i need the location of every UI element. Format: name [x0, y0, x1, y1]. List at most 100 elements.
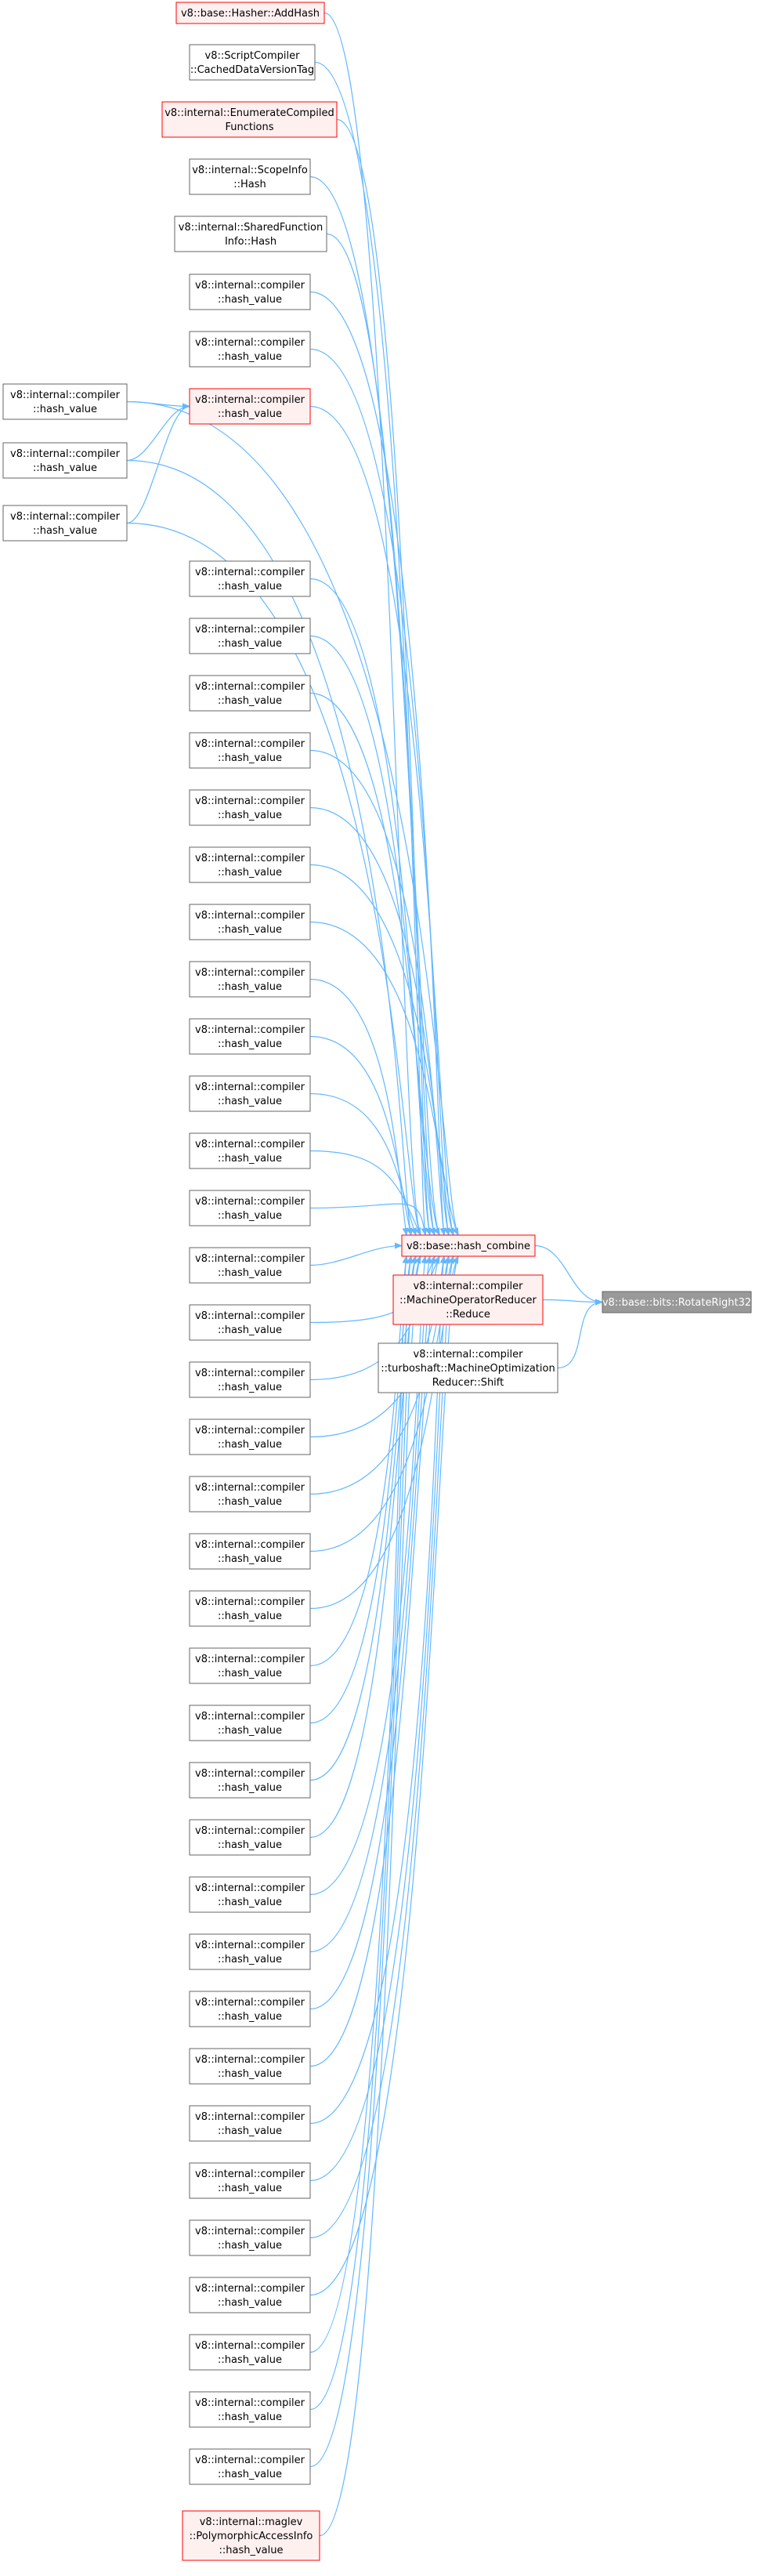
node-label: v8::internal::compiler	[195, 967, 305, 979]
node-label: ::hash_value	[218, 2183, 282, 2194]
node-label: ::hash_value	[218, 1668, 282, 1679]
node-label: ::hash_value	[218, 752, 282, 764]
node-cached-tag[interactable]: v8::ScriptCompiler::CachedDataVersionTag	[189, 44, 316, 81]
node-hv27[interactable]: v8::internal::compiler::hash_value	[189, 1933, 311, 1970]
node-label: v8::internal::compiler	[195, 2455, 305, 2466]
node-label: ::hash_value	[218, 1496, 282, 1508]
node-label: v8::internal::compiler	[195, 624, 305, 636]
node-label: ::hash_value	[218, 1782, 282, 1794]
node-label: ::hash_value	[218, 1096, 282, 1107]
node-hvl1[interactable]: v8::internal::compiler::hash_value	[2, 383, 128, 420]
node-hv9[interactable]: v8::internal::compiler::hash_value	[189, 904, 311, 940]
node-hv3[interactable]: v8::internal::compiler::hash_value	[189, 560, 311, 597]
node-mor-shift[interactable]: v8::internal::compiler::turboshaft::Mach…	[378, 1342, 558, 1393]
node-hv12[interactable]: v8::internal::compiler::hash_value	[189, 1075, 311, 1112]
node-label: v8::internal::compiler	[195, 2283, 305, 2295]
node-box	[189, 846, 311, 883]
node-label: ::MachineOperatorReducer	[399, 1295, 537, 1306]
node-scopeinfo[interactable]: v8::internal::ScopeInfo::Hash	[189, 158, 311, 195]
node-label: v8::internal::compiler	[195, 1654, 305, 1665]
node-hv-mid[interactable]: v8::internal::compiler::hash_value	[189, 388, 311, 425]
node-hv16[interactable]: v8::internal::compiler::hash_value	[189, 1304, 311, 1341]
edge-hv11-to-hash_combine	[309, 1035, 413, 1236]
node-root[interactable]: v8::base::bits::RotateRight32	[602, 1291, 752, 1313]
node-hv23[interactable]: v8::internal::compiler::hash_value	[189, 1705, 311, 1741]
node-hv21[interactable]: v8::internal::compiler::hash_value	[189, 1590, 311, 1627]
node-hv31[interactable]: v8::internal::compiler::hash_value	[189, 2162, 311, 2199]
node-label: ::hash_value	[218, 1267, 282, 1279]
node-label: v8::internal::ScopeInfo	[192, 165, 308, 176]
node-maglev[interactable]: v8::internal::maglev::PolymorphicAccessI…	[182, 2510, 320, 2561]
node-hv32[interactable]: v8::internal::compiler::hash_value	[189, 2219, 311, 2256]
edge-hv_mid-to-hash_combine	[309, 405, 454, 1236]
node-box	[189, 1933, 311, 1970]
node-box	[189, 1533, 311, 1570]
node-label: v8::internal::compiler	[195, 2397, 305, 2409]
node-hv5[interactable]: v8::internal::compiler::hash_value	[189, 675, 311, 712]
node-label: v8::internal::compiler	[195, 1081, 305, 1093]
node-label: v8::internal::compiler	[195, 795, 305, 807]
node-addhash[interactable]: v8::base::Hasher::AddHash	[175, 2, 325, 24]
node-hv4[interactable]: v8::internal::compiler::hash_value	[189, 618, 311, 654]
node-label: v8::internal::compiler	[195, 2226, 305, 2237]
node-label: ::hash_value	[218, 1553, 282, 1565]
edge-hv8-to-hash_combine	[309, 864, 454, 1236]
node-hv22[interactable]: v8::internal::compiler::hash_value	[189, 1647, 311, 1684]
node-hvl3[interactable]: v8::internal::compiler::hash_value	[2, 505, 128, 542]
node-box	[189, 675, 311, 712]
node-hv11[interactable]: v8::internal::compiler::hash_value	[189, 1018, 311, 1055]
node-box	[174, 216, 327, 252]
node-hv7[interactable]: v8::internal::compiler::hash_value	[189, 789, 311, 826]
edge-hv35-to-hash_combine	[309, 1255, 413, 2411]
node-hvl2[interactable]: v8::internal::compiler::hash_value	[2, 442, 128, 479]
node-box	[189, 44, 316, 81]
node-label: ::PolymorphicAccessInfo	[190, 2531, 313, 2542]
node-hv6[interactable]: v8::internal::compiler::hash_value	[189, 732, 311, 769]
node-hv1[interactable]: v8::internal::compiler::hash_value	[189, 274, 311, 310]
node-label: Functions	[225, 121, 273, 133]
node-hv2[interactable]: v8::internal::compiler::hash_value	[189, 331, 311, 368]
node-hv24[interactable]: v8::internal::compiler::hash_value	[189, 1762, 311, 1799]
node-hv34[interactable]: v8::internal::compiler::hash_value	[189, 2334, 311, 2371]
node-hash-combine[interactable]: v8::base::hash_combine	[401, 1234, 536, 1257]
node-box	[189, 1190, 311, 1226]
node-hv18[interactable]: v8::internal::compiler::hash_value	[189, 1418, 311, 1455]
node-hv10[interactable]: v8::internal::compiler::hash_value	[189, 961, 311, 998]
edge-hvl3-to-hv_mid	[126, 403, 190, 524]
node-hv17[interactable]: v8::internal::compiler::hash_value	[189, 1361, 311, 1398]
node-label: ::hash_value	[218, 2297, 282, 2309]
node-hv14[interactable]: v8::internal::compiler::hash_value	[189, 1190, 311, 1226]
node-box	[401, 1234, 536, 1257]
node-box	[2, 383, 128, 420]
node-hv36[interactable]: v8::internal::compiler::hash_value	[189, 2448, 311, 2485]
node-box	[189, 2162, 311, 2199]
node-label: v8::internal::compiler	[195, 738, 305, 750]
node-box	[189, 388, 311, 425]
node-hv8[interactable]: v8::internal::compiler::hash_value	[189, 846, 311, 883]
node-hv29[interactable]: v8::internal::compiler::hash_value	[189, 2048, 311, 2085]
node-hv25[interactable]: v8::internal::compiler::hash_value	[189, 1819, 311, 1856]
node-hv15[interactable]: v8::internal::compiler::hash_value	[189, 1247, 311, 1284]
node-box	[182, 2510, 320, 2561]
node-hv26[interactable]: v8::internal::compiler::hash_value	[189, 1876, 311, 1913]
node-box	[189, 1247, 311, 1284]
node-label: ::hash_value	[218, 695, 282, 707]
node-label: ::hash_value	[218, 867, 282, 879]
node-label: ::hash_value	[218, 981, 282, 993]
edge-hv7-to-hash_combine	[309, 806, 450, 1236]
node-hv19[interactable]: v8::internal::compiler::hash_value	[189, 1476, 311, 1513]
node-hv28[interactable]: v8::internal::compiler::hash_value	[189, 1991, 311, 2027]
node-hv20[interactable]: v8::internal::compiler::hash_value	[189, 1533, 311, 1570]
node-mor-reduce[interactable]: v8::internal::compiler::MachineOperatorR…	[392, 1274, 544, 1325]
node-hv33[interactable]: v8::internal::compiler::hash_value	[189, 2277, 311, 2313]
node-hv13[interactable]: v8::internal::compiler::hash_value	[189, 1132, 311, 1169]
node-label: v8::internal::compiler	[195, 337, 305, 349]
node-label: v8::base::Hasher::AddHash	[181, 8, 320, 20]
node-box	[378, 1342, 558, 1393]
node-hv30[interactable]: v8::internal::compiler::hash_value	[189, 2105, 311, 2142]
node-box	[189, 618, 311, 654]
node-hv35[interactable]: v8::internal::compiler::hash_value	[189, 2391, 311, 2428]
edge-hv10-to-hash_combine	[309, 978, 409, 1236]
